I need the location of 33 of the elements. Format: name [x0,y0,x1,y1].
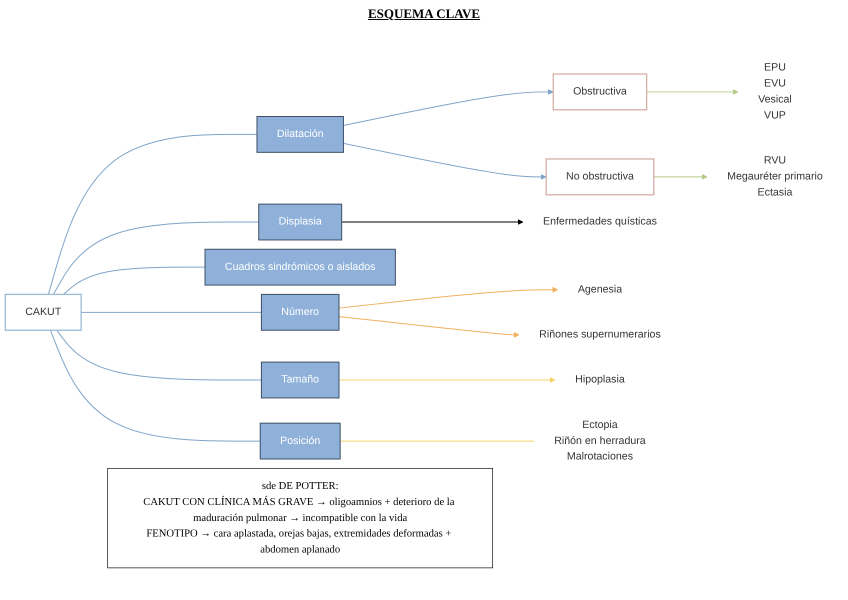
node-box: No obstructiva [546,158,654,196]
title: ESQUEMA CLAVE [366,6,482,22]
node-text: Enfermedades quísticas [542,216,657,228]
node-text: Hipoplasia [575,374,625,386]
node-box: Cuadros sindrómicos o aislados [204,248,396,286]
connector [52,222,260,295]
node-text: Ectopia Riñón en herradura Malrotaciones [554,419,646,462]
node-text: RVU Megauréter primario Ectasia [727,155,823,198]
node-box: Dilatación [256,116,344,153]
node-box: Obstructiva [552,74,648,110]
node-text: Riñones supernumerarios [539,328,661,340]
connector [340,440,535,442]
arrow [341,219,524,225]
connector [50,330,261,442]
node-box: CAKUT [4,294,82,331]
node-text: EPU EVU Vesical VUP [758,62,792,122]
node-box: Número [260,294,340,331]
arrow [646,89,738,95]
arrow [338,377,556,383]
arrow [338,286,558,309]
node-text: Agenesia [578,284,622,296]
arrow [653,174,708,180]
arrow [342,142,546,180]
connector [56,330,262,381]
arrow [342,89,554,126]
connector [63,266,206,295]
node-box: sde DE POTTER: CAKUT CON CLÍNICA MÁS GRAVE → oligoamnios + deterioro de la maduración pulmonar → incompatible con la vida FENOTIPO → cara aplastada, orejas bajas, extremidades deformadas + abdomen aplanado [107,468,494,568]
connector [80,312,262,313]
node-box: Tamaño [260,362,340,398]
node-box: Posición [260,422,341,460]
connector [48,134,258,295]
node-box: Displasia [258,204,342,240]
arrow [338,316,520,338]
